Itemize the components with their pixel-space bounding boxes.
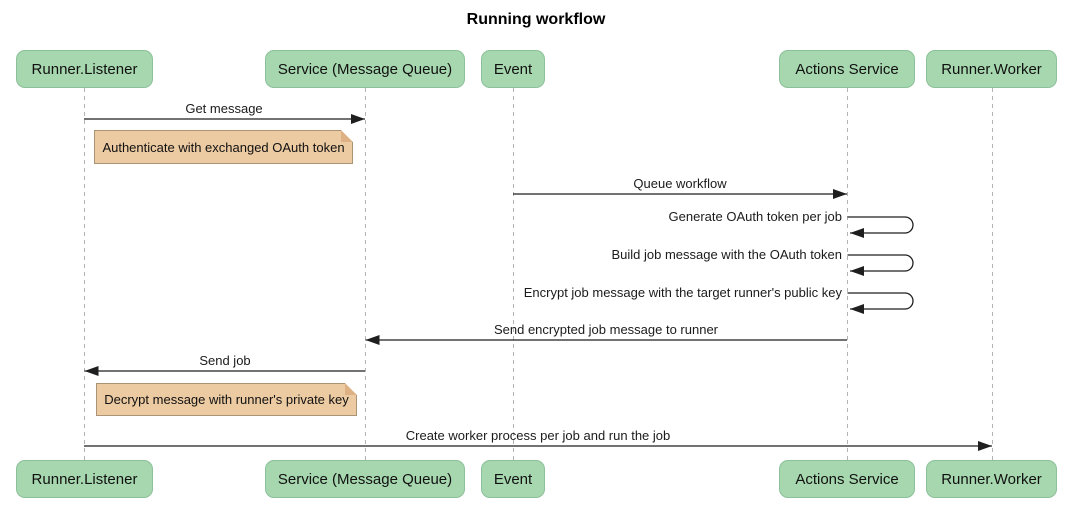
diagram-title: Running workflow [466,11,606,28]
note-text: Authenticate with exchanged OAuth token [102,139,345,155]
actor-top-actions-service: Actions Service [779,50,915,88]
actor-label: Runner.Worker [941,470,1042,488]
message-label-build-job-message: Build job message with the OAuth token [611,247,842,262]
actor-label: Event [493,60,533,78]
message-label-queue-workflow: Queue workflow [633,176,727,191]
message-label-generate-oauth-token: Generate OAuth token per job [668,209,842,224]
actor-bottom-runner-listener: Runner.Listener [16,460,153,498]
message-label-send-encrypted-job-message: Send encrypted job message to runner [493,322,719,337]
note-text: Decrypt message with runner's private ke… [104,392,349,407]
actor-top-service-message-queue: Service (Message Queue) [265,50,465,88]
arrow-self-build-job-message [847,254,914,276]
actor-label: Actions Service [795,60,899,78]
actor-bottom-runner-worker: Runner.Worker [926,460,1057,498]
actor-label: Runner.Listener [31,470,138,488]
actor-label: Actions Service [795,470,899,488]
actor-label: Runner.Listener [31,60,138,78]
message-label-get-message: Get message [185,101,263,116]
actor-label: Service (Message Queue) [277,470,453,488]
note-fold-cut [341,130,353,142]
message-label-encrypt-job-message: Encrypt job message with the target runn… [523,285,842,300]
actor-top-runner-worker: Runner.Worker [926,50,1057,88]
arrow-self-encrypt-job-message [847,292,914,314]
actor-bottom-service-message-queue: Service (Message Queue) [265,460,465,498]
actor-top-event: Event [481,50,545,88]
note-decrypt-message: Decrypt message with runner's private ke… [96,383,357,416]
actor-bottom-actions-service: Actions Service [779,460,915,498]
actor-label: Runner.Worker [941,60,1042,78]
actor-label: Event [493,470,533,488]
actor-top-runner-listener: Runner.Listener [16,50,153,88]
actor-bottom-event: Event [481,460,545,498]
message-label-create-worker-process: Create worker process per job and run th… [405,428,671,443]
message-label-send-job: Send job [199,353,251,368]
actor-label: Service (Message Queue) [277,60,453,78]
arrow-self-generate-oauth-token [847,216,914,238]
note-authenticate-oauth: Authenticate with exchanged OAuth token [94,130,353,164]
note-fold-cut [345,383,357,395]
